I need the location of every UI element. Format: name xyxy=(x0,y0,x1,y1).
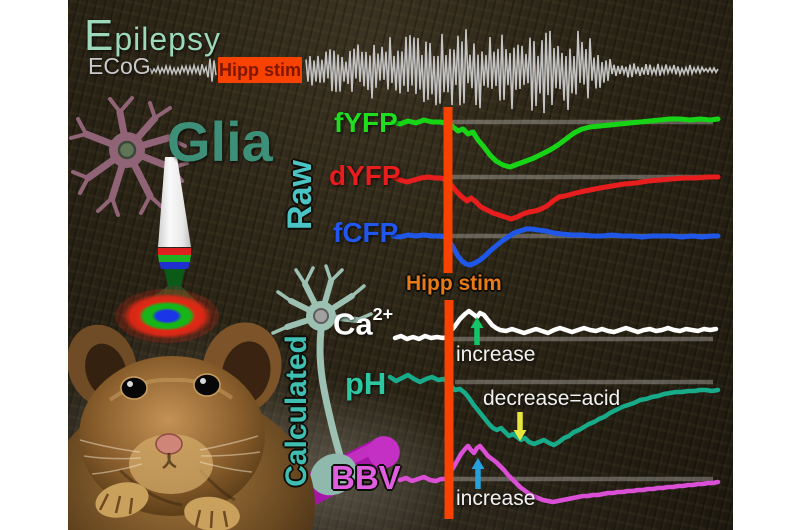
ecog-trace-pre-stim xyxy=(149,58,217,82)
trace-ph xyxy=(387,372,721,448)
trace-ca xyxy=(392,308,719,342)
astrocyte-nucleus xyxy=(117,140,137,160)
trace-bbv xyxy=(397,443,721,505)
optical-fiber-illustration xyxy=(115,157,219,343)
astrocyte-endfoot xyxy=(310,453,357,496)
mouse-eye-right xyxy=(193,373,221,397)
trace-layer xyxy=(149,29,721,519)
ph-trace-label: pH xyxy=(345,366,387,401)
fiber-band-blue xyxy=(159,262,190,269)
dyfp-trace-label: dYFP xyxy=(329,160,401,191)
mouse-mouth xyxy=(162,452,177,470)
bbv-increase-arrow-head xyxy=(471,458,485,469)
rainbow-focus-spot xyxy=(122,293,212,339)
astrocyte-nucleus xyxy=(313,308,329,324)
calculated-panel-label: Calculated xyxy=(280,335,313,487)
astrocyte-illustration-mauve xyxy=(69,96,189,217)
ph-decrease-arrow-head xyxy=(513,430,527,441)
astrocyte-illustration-teal xyxy=(271,264,373,460)
ecog-label: ECoG xyxy=(88,53,151,79)
calcium-label-base: Ca xyxy=(333,306,373,342)
mouse-paws xyxy=(95,482,240,530)
hipp-stim-mid-label: Hipp stim xyxy=(406,272,502,295)
trace-dyfp xyxy=(390,174,721,222)
calcium-trace-label: Ca2+ xyxy=(333,305,393,342)
trace-fyfp xyxy=(390,116,721,170)
hipp-stim-badge: Hipp stim xyxy=(218,57,302,83)
fiber-band-green xyxy=(158,255,191,262)
bbv-increase-annotation: increase xyxy=(456,487,536,510)
ph-decrease-annotation: decrease=acid xyxy=(483,387,621,410)
mouse-whiskers xyxy=(79,435,261,475)
bbv-trace-label: BBV xyxy=(331,459,401,496)
fyfp-trace-label: fYFP xyxy=(334,107,398,138)
ecog-trace-seizure xyxy=(305,29,719,114)
mouse-eye-left xyxy=(120,376,148,400)
calcium-label-superscript: 2+ xyxy=(372,304,394,325)
figure-title: Epilepsy xyxy=(84,11,221,60)
ca-increase-annotation: increase xyxy=(456,343,536,366)
trace-fcfp xyxy=(390,226,721,268)
mouse-illustration xyxy=(68,322,315,530)
fiber-band-red xyxy=(158,248,191,255)
glia-label: Glia xyxy=(167,110,273,173)
raw-panel-label: Raw xyxy=(281,160,319,230)
fcfp-trace-label: fCFP xyxy=(333,217,399,248)
figure-artwork-area xyxy=(68,0,733,530)
ca-increase-arrow-head xyxy=(470,317,484,328)
illustration-layer xyxy=(68,96,465,530)
